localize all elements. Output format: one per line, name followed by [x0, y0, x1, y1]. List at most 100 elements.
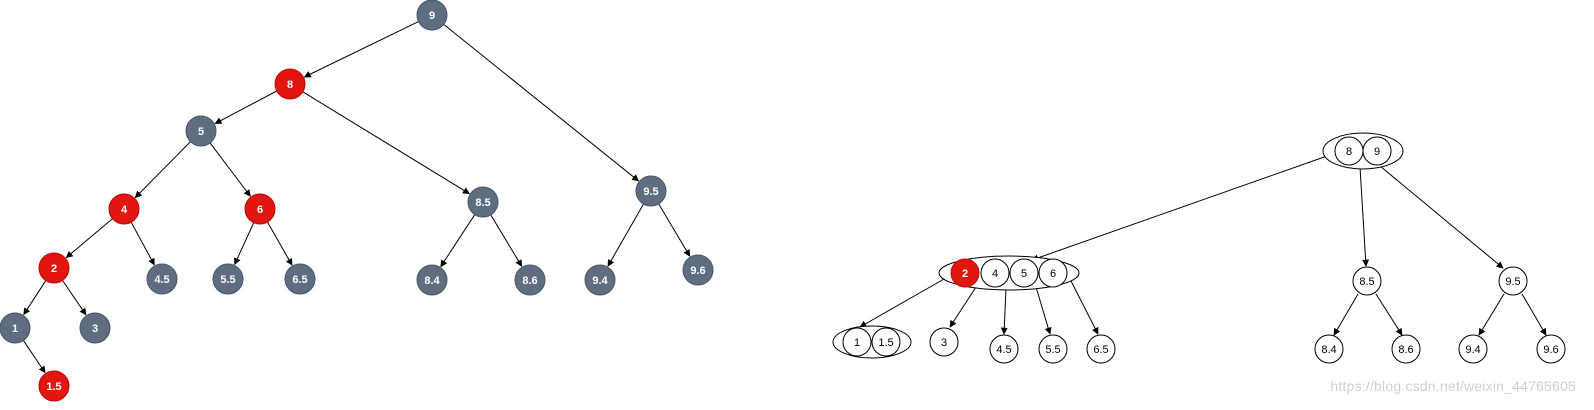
rb-node-8-5: 8.5 [467, 186, 499, 218]
rb-node-circle [274, 68, 306, 100]
rb-node-circle [467, 186, 499, 218]
rb-node-label: 5.5 [220, 274, 235, 286]
bt-key-label: 9 [1374, 146, 1380, 158]
rb-node-circle [146, 263, 178, 295]
rb-node-1-5: 1.5 [38, 370, 70, 402]
rb-node-circle [416, 0, 448, 31]
rb-node-6-5: 6.5 [284, 263, 316, 295]
bt-key-label: 1.5 [878, 337, 893, 349]
bt-key-circle [980, 258, 1010, 288]
bt-node-circle [1038, 334, 1068, 364]
rb-node-label: 5 [198, 126, 204, 138]
rb-node-9-5: 9.5 [635, 175, 667, 207]
bt-key-circle [842, 327, 872, 357]
rb-edge-8-5-to-8-6 [490, 214, 523, 267]
rb-edge-9-to-8 [303, 21, 419, 78]
bt-key-label: 2 [962, 268, 968, 280]
rb-node-circle [416, 264, 448, 296]
bt-edge-mid-to-b4-5 [1000, 287, 1008, 335]
bt-key-label: 5 [1021, 268, 1027, 280]
rb-edge-9-5-to-9-6 [658, 203, 691, 257]
rb-node-5-5: 5.5 [212, 263, 244, 295]
bt-node-b8-6: 8.6 [1391, 334, 1421, 364]
rb-edge-8-5-to-8-4 [440, 214, 476, 268]
rb-node-label: 9.6 [690, 265, 705, 277]
bt-node-label: 5.5 [1045, 344, 1060, 356]
rb-node-8-4: 8.4 [416, 264, 448, 296]
rb-node-label: 8.4 [424, 275, 440, 287]
bt-node-label: 9.5 [1505, 276, 1520, 288]
bt-edge-b9-5-to-b9-6 [1521, 293, 1547, 336]
bt-edge-mid-to-b6-5 [1069, 278, 1099, 335]
bt-edge-mid-to-b5-5 [1035, 286, 1052, 335]
bt-node-label: 6.5 [1093, 344, 1108, 356]
rb-node-circle [79, 312, 111, 344]
rb-node-label: 3 [92, 323, 98, 335]
rb-node-label: 2 [51, 263, 57, 275]
bt-node-circle [1086, 334, 1116, 364]
rb-node-label: 4.5 [154, 274, 169, 286]
rb-edge-5-to-6 [209, 142, 251, 197]
bt-key-circle [1362, 136, 1392, 166]
bt-node-b9-5: 9.5 [1498, 266, 1528, 296]
rb-edge-6-to-5-5 [234, 222, 255, 266]
bt-node-b8-4: 8.4 [1314, 334, 1344, 364]
red-black-tree-edges [22, 21, 691, 374]
rb-edge-2-to-1 [23, 280, 47, 316]
rb-node-label: 1.5 [46, 381, 61, 393]
bt-node-circle [929, 327, 959, 357]
bt-edge-root-to-b8-5 [1359, 166, 1370, 267]
rb-node-label: 9 [429, 10, 435, 22]
bt-node-b8-5: 8.5 [1352, 266, 1382, 296]
bt-edge-mid-to-b3 [949, 286, 977, 328]
rb-node-label: 1 [12, 323, 18, 335]
rb-node-circle [38, 370, 70, 402]
rb-node-label: 8.6 [522, 275, 537, 287]
rb-node-circle [635, 175, 667, 207]
rb-edge-8-to-5 [214, 90, 277, 124]
rb-node-label: 9.4 [592, 275, 608, 287]
bt-node-label: 8.5 [1359, 276, 1374, 288]
rb-node-9-4: 9.4 [584, 264, 616, 296]
rb-node-4-5: 4.5 [146, 263, 178, 295]
bt-edge-b8-5-to-b8-4 [1333, 293, 1359, 336]
rb-node-3: 3 [79, 312, 111, 344]
rb-node-circle [244, 193, 276, 225]
bt-node-b9-6: 9.6 [1536, 334, 1566, 364]
rb-node-circle [185, 115, 217, 147]
rb-node-9-6: 9.6 [682, 254, 714, 286]
bt-edge-root-to-b9-5 [1379, 165, 1504, 269]
bt-node-label: 3 [941, 337, 947, 349]
bt-key-circle [1038, 258, 1068, 288]
rb-edge-2-to-3 [62, 280, 87, 316]
rb-edge-9-to-9-5 [443, 24, 640, 182]
rb-node-circle [682, 254, 714, 286]
bt-key-label: 6 [1050, 268, 1056, 280]
rb-edge-9-5-to-9-4 [607, 203, 644, 267]
rb-edge-6-to-6-5 [267, 221, 293, 266]
rb-node-4: 4 [108, 193, 140, 225]
rb-node-circle [212, 263, 244, 295]
rb-node-6: 6 [244, 193, 276, 225]
bt-node-b5-5: 5.5 [1038, 334, 1068, 364]
rb-node-label: 8 [287, 79, 293, 91]
rb-node-label: 8.5 [475, 197, 490, 209]
rb-node-8-6: 8.6 [514, 264, 546, 296]
rb-edge-4-to-2 [65, 218, 113, 259]
bt-node-circle [1458, 334, 1488, 364]
bt-node-label: 8.4 [1321, 344, 1336, 356]
bt-node-label: 4.5 [996, 344, 1011, 356]
rb-node-label: 9.5 [643, 186, 658, 198]
rb-node-circle [38, 252, 70, 284]
rb-node-2: 2 [38, 252, 70, 284]
b-tree-edges [859, 155, 1547, 336]
bt-node-b9-4: 9.4 [1458, 334, 1488, 364]
rb-node-label: 4 [121, 204, 128, 216]
rb-node-1: 1 [0, 312, 31, 344]
rb-node-9: 9 [416, 0, 448, 31]
bt-key-label: 1 [854, 337, 860, 349]
